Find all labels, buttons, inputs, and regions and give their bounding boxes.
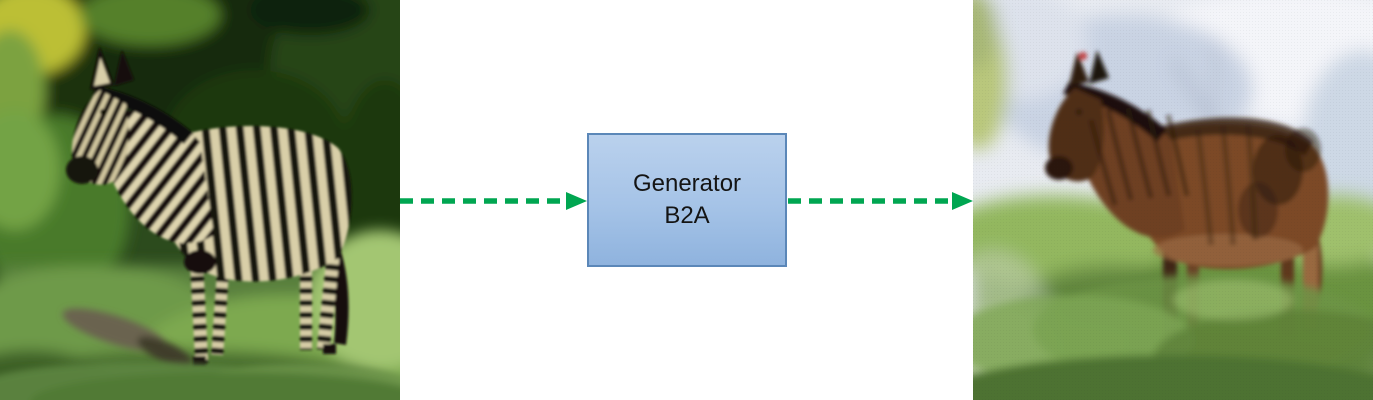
fallen-log	[62, 308, 193, 368]
foreground-grass	[0, 362, 400, 400]
gan-texture-overlay	[973, 0, 1373, 400]
generator-label-line1: Generator	[632, 170, 742, 197]
generated-horse-photo	[973, 0, 1373, 400]
input-image-zebra	[0, 0, 400, 400]
dashed-arrow-right	[788, 192, 973, 210]
generator-b2a-box: Generator B2A	[587, 133, 787, 267]
arrowhead-icon	[952, 192, 973, 210]
generator-label-line2: B2A	[664, 202, 710, 229]
dashed-arrow-left	[400, 192, 587, 210]
arrowhead-icon	[566, 192, 587, 210]
zebra-photo	[0, 0, 400, 400]
zebra	[66, 46, 352, 366]
output-image-generated-horse	[973, 0, 1373, 400]
